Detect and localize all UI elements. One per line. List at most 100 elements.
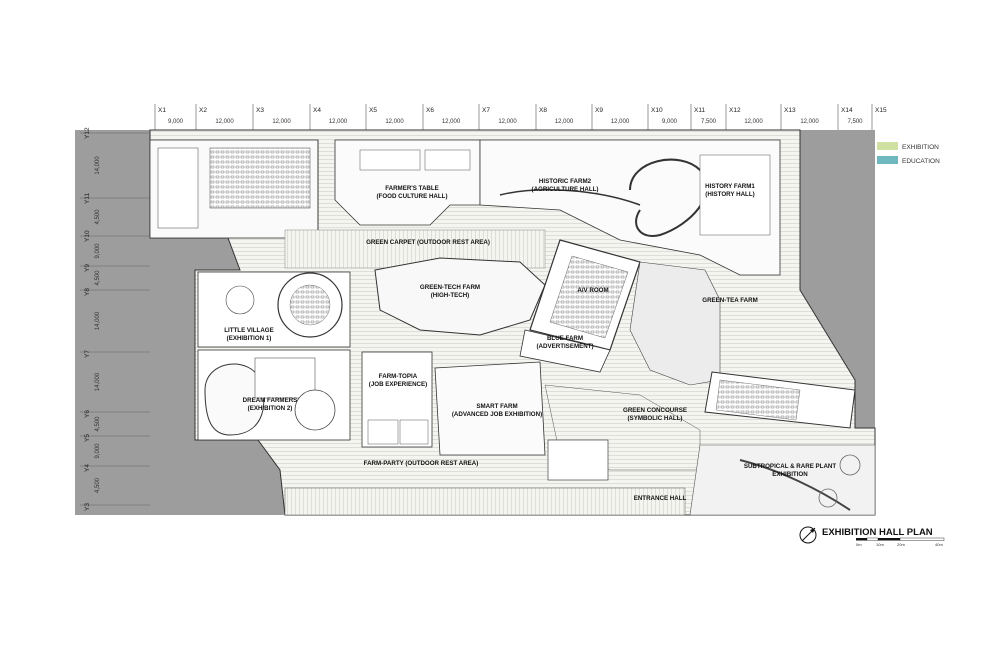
room-label-farmers-table: FARMER'S TABLE(FOOD CULTURE HALL) [376,185,447,200]
grid-y-label: Y7 [84,350,91,358]
grid-y-dimension: 4,500 [95,416,101,432]
subtropical-garden [689,444,876,516]
grid-y-label: Y11 [84,193,91,204]
legend-label-education: EDUCATION [902,158,940,165]
grid-x-label: X9 [595,107,603,114]
room-label-smart-farm: SMART FARM(ADVANCED JOB EXHIBITION) [452,403,542,418]
dream-farmers-block [197,349,351,441]
room-label-green-tea-farm: GREEN-TEA FARM [702,297,757,304]
room-label-line: HISTORIC FARM2 [539,178,592,185]
scale-label-40: 40m [935,542,943,547]
grid-x-dimension: 12,000 [272,119,291,125]
grid-y-dimension: 14,000 [95,311,101,330]
grid-x-label: X10 [651,107,663,114]
north-arrow-icon [799,526,817,544]
room-label-line: GREEN-TECH FARM [420,284,480,291]
grid-y-dimension: 9,000 [95,243,101,259]
north-west-hall [149,139,319,239]
av-room-block [529,239,641,351]
room-label-line: FARMER'S TABLE [385,185,439,192]
room-label-line: (HISTORY HALL) [705,191,754,198]
grid-y-label: Y10 [84,230,91,242]
room-label-line: (EXHIBITION 1) [227,335,272,342]
grid-x-dimension: 9,000 [168,119,184,125]
room-label-line: (FOOD CULTURE HALL) [376,193,447,200]
plan-title: EXHIBITION HALL PLAN [822,527,933,538]
room-label-farm-party: FARM-PARTY (OUTDOOR REST AREA) [364,460,479,467]
room-label-line: (AGRICULTURE HALL) [532,186,599,193]
room-label-green-concourse: GREEN CONCOURSE(SYMBOLIC HALL) [623,407,687,422]
room-label-line: (ADVERTISEMENT) [536,343,593,350]
grid-x-label: X4 [313,107,321,114]
room-label-line: ENTRANCE HALL [634,495,687,502]
room-label-farm-topia: FARM-TOPIA(JOB EXPERIENCE) [369,373,427,388]
legend-swatch-education [877,156,898,164]
grid-x-dimension: 12,000 [329,119,348,125]
room-label-line: SUBTROPICAL & RARE PLANT [744,463,837,470]
room-label-line: FARM-PARTY (OUTDOOR REST AREA) [364,460,479,467]
grid-y-dimension: 14,000 [95,372,101,391]
farm-topia-block [361,351,433,448]
room-label-historic-farm2: HISTORIC FARM2(AGRICULTURE HALL) [532,178,599,193]
room-label-line: DREAM FARMERS [243,397,298,404]
grid-x-dimension: 12,000 [555,119,574,125]
grid-x-dimension: 7,500 [701,119,717,125]
room-label-little-village: LITTLE VILLAGE(EXHIBITION 1) [224,327,274,342]
room-labels: FARMER'S TABLE(FOOD CULTURE HALL) HISTORI… [224,178,836,502]
grid-y-dimension: 9,000 [95,443,101,459]
scale-label-20: 20m [897,542,905,547]
grid-x-label: X13 [784,107,796,114]
grid-x-dimension: 12,000 [611,119,630,125]
blue-farm-block [519,329,611,373]
grid-y-dimension: 4,500 [95,477,101,493]
room-label-blue-farm: BLUE FARM(ADVERTISEMENT) [536,335,593,350]
grid-y-label: Y8 [84,288,91,296]
room-label-line: GREEN CARPET (OUTDOOR REST AREA) [366,239,490,246]
green-tech-farm-block [374,257,546,336]
plan-title-block: EXHIBITION HALL PLAN 0m 10m 20m 40m [799,526,945,547]
grid-x-label: X8 [539,107,547,114]
room-label-line: FARM-TOPIA [379,373,418,380]
room-label-line: (SYMBOLIC HALL) [628,415,683,422]
room-label-history-farm: HISTORY FARM1(HISTORY HALL) [705,183,755,198]
grid-y-label: Y12 [84,127,91,139]
grid-x-label: X7 [482,107,490,114]
room-label-line: HISTORY FARM1 [705,183,755,190]
grid-y-label: Y4 [84,464,91,472]
grid-x-dimension: 7,500 [847,119,863,125]
legend: EXHIBITION EDUCATION [877,142,940,165]
room-label-line: (EXHIBITION 2) [248,405,293,412]
grid-x-dimension: 12,000 [498,119,517,125]
room-label-line: BLUE FARM [547,335,583,342]
grid-y-label: Y5 [84,434,91,442]
grid-y-label: Y6 [84,410,91,418]
grid-y-label: Y3 [84,503,91,511]
grid-x-dimension: 12,000 [442,119,461,125]
room-label-line: A/V ROOM [577,287,608,294]
historic-farm-wing [479,139,781,276]
grid-x-label: X1 [158,107,166,114]
grid-x-dimension: 12,000 [800,119,819,125]
grid-x-label: X15 [875,107,887,114]
room-label-line: GREEN CONCOURSE [623,407,687,414]
smart-farm-block [434,361,546,456]
entrance-strip [284,487,686,516]
room-label-line: (JOB EXPERIENCE) [369,381,427,388]
room-label-dream-farmers: DREAM FARMERS(EXHIBITION 2) [243,397,298,412]
room-label-line: (ADVANCED JOB EXHIBITION) [452,411,542,418]
legend-label-exhibition: EXHIBITION [902,144,939,151]
east-pavilion [704,371,856,429]
room-label-line: LITTLE VILLAGE [224,327,274,334]
grid-x-dimension: 12,000 [385,119,404,125]
room-label-entrance-hall: ENTRANCE HALL [634,495,687,502]
grid-y-label: Y9 [84,264,91,272]
grid-y-dimension: 14,000 [95,156,101,175]
entrance-hall-block [547,439,609,481]
little-village-block [197,271,351,348]
room-label-green-tech-farm: GREEN-TECH FARM(HIGH-TECH) [420,284,480,299]
legend-swatch-exhibition [877,142,898,150]
